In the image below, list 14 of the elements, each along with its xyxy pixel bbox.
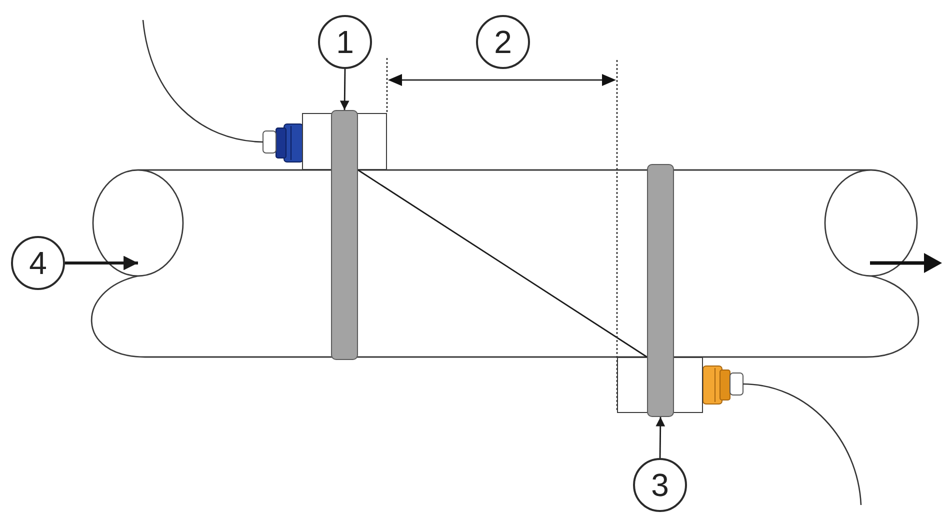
callout-number: 1: [336, 26, 354, 58]
callout-circle: [11, 236, 65, 290]
callout-number: 3: [651, 469, 669, 501]
flow-arrow: [65, 256, 138, 270]
leader-arrow: [340, 69, 350, 110]
leader-arrow: [656, 417, 666, 458]
callout-circle: [318, 15, 372, 69]
callout-circle: [476, 15, 530, 69]
callout-number: 2: [494, 26, 512, 58]
callout-circle: [633, 458, 687, 512]
callout-number: 4: [29, 247, 47, 279]
clamp-strap: [647, 164, 674, 417]
signal-path: [358, 169, 648, 358]
clamp-strap: [331, 110, 358, 360]
